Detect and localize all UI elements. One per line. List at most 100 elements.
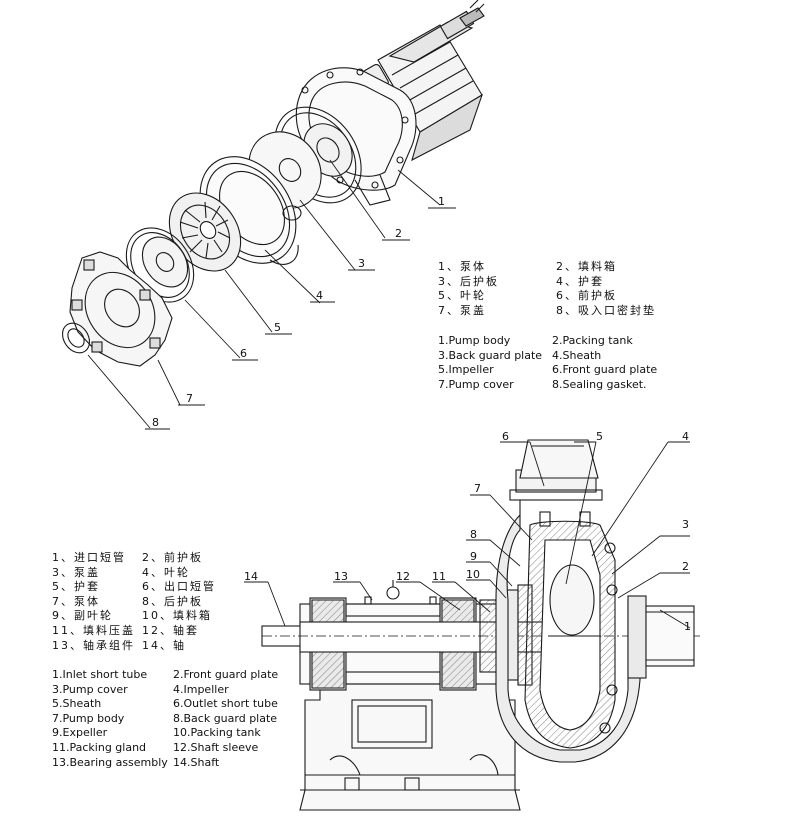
legend-entry: 6、前护板 — [556, 289, 617, 303]
legend-exploded-english: 1.Pump body 2.Packing tank 3.Back guard pl… — [438, 334, 657, 392]
legend-entry: 8.Back guard plate — [173, 711, 278, 725]
legend-row: 9.Expeller 10.Packing tank — [52, 726, 278, 741]
exploded-callout-8: 8 — [152, 416, 159, 429]
legend-row: 5、叶轮 6、前护板 — [438, 289, 656, 304]
legend-entry: 9、副叶轮 — [52, 609, 113, 623]
legend-entry: 4.Impeller — [173, 682, 229, 696]
legend-row: 3.Pump cover 4.Impeller — [52, 683, 278, 698]
legend-row: 1.Inlet short tube 2.Front guard plate — [52, 668, 278, 683]
section-outlet-tube — [519, 439, 599, 479]
legend-entry: 5、护套 — [52, 580, 100, 594]
legend-row: 7、泵体 8、后护板 — [52, 595, 216, 610]
legend-row: 5.Sheath 6.Outlet short tube — [52, 697, 278, 712]
legend-row: 7、泵盖 8、吸入口密封垫 — [438, 304, 656, 319]
legend-entry: 3.Pump cover — [52, 682, 128, 696]
legend-entry: 3.Back guard plate — [438, 348, 543, 362]
section-callout-2: 2 — [682, 560, 689, 573]
legend-entry: 8、后护板 — [142, 594, 203, 608]
legend-entry: 1、进口短管 — [52, 551, 126, 564]
legend-entry: 3、泵盖 — [52, 565, 100, 579]
legend-entry: 7、泵体 — [52, 594, 100, 608]
section-callout-5: 5 — [596, 430, 603, 443]
exploded-callout-4: 4 — [316, 289, 323, 302]
legend-entry: 3、后护板 — [438, 274, 499, 288]
legend-section-english: 1.Inlet short tube 2.Front guard plate 3.P… — [52, 668, 278, 770]
legend-row: 3、泵盖 4、叶轮 — [52, 566, 216, 581]
legend-entry: 13.Bearing assembly — [52, 755, 168, 769]
legend-row: 9、副叶轮 10、填料箱 — [52, 609, 216, 624]
legend-entry: 8、吸入口密封垫 — [556, 303, 656, 317]
legend-entry: 2.Packing tank — [552, 334, 633, 347]
section-inlet-tube — [627, 595, 695, 679]
legend-entry: 4、护套 — [556, 274, 604, 288]
section-callout-7: 7 — [474, 482, 481, 495]
legend-entry: 1.Inlet short tube — [52, 668, 148, 681]
section-callout-1: 1 — [684, 620, 691, 633]
legend-row: 7.Pump cover 8.Sealing gasket. — [438, 378, 657, 393]
legend-entry: 2.Front guard plate — [173, 668, 279, 681]
exploded-callout-5: 5 — [274, 321, 281, 334]
legend-row: 13、轴承组件 14、轴 — [52, 639, 216, 654]
exploded-callout-2: 2 — [395, 227, 402, 240]
legend-entry: 10、填料箱 — [142, 609, 212, 623]
legend-entry: 7、泵盖 — [438, 303, 486, 317]
section-callout-6: 6 — [502, 430, 509, 443]
section-callout-4: 4 — [682, 430, 689, 443]
exploded-callout-3: 3 — [358, 257, 365, 270]
legend-entry: 5.Impeller — [438, 363, 494, 377]
legend-row: 5、护套 6、出口短管 — [52, 580, 216, 595]
legend-entry: 6.Front guard plate — [552, 363, 658, 377]
exploded-leaders — [87, 159, 456, 430]
section-callout-8: 8 — [470, 528, 477, 541]
exploded-sealing-gasket — [62, 322, 90, 354]
section-callout-14: 14 — [244, 570, 258, 583]
exploded-callout-6: 6 — [240, 347, 247, 360]
legend-row: 3.Back guard plate 4.Sheath — [438, 349, 657, 364]
legend-entry: 6.Outlet short tube — [173, 697, 278, 711]
section-callout-3: 3 — [682, 518, 689, 531]
legend-entry: 13、轴承组件 — [52, 638, 135, 652]
section-leaders — [244, 441, 691, 629]
legend-entry: 11.Packing gland — [52, 740, 147, 754]
legend-entry: 5、叶轮 — [438, 289, 486, 303]
legend-entry: 14.Shaft — [173, 755, 220, 769]
legend-entry: 6、出口短管 — [142, 580, 216, 594]
exploded-callout-labels: 1 2 3 4 5 6 7 8 — [152, 195, 445, 429]
legend-row: 13.Bearing assembly 14.Shaft — [52, 756, 278, 771]
exploded-callout-7: 7 — [186, 392, 193, 405]
legend-row: 3、后护板 4、护套 — [438, 275, 656, 290]
legend-entry: 12、轴套 — [142, 623, 199, 637]
legend-entry: 1、泵体 — [438, 260, 486, 273]
legend-entry: 12.Shaft sleeve — [173, 740, 259, 754]
legend-entry: 4.Sheath — [552, 348, 602, 362]
legend-entry: 5.Sheath — [52, 697, 102, 711]
legend-entry: 7.Pump cover — [438, 377, 514, 391]
section-callout-11: 11 — [432, 570, 446, 583]
legend-entry: 7.Pump body — [52, 711, 125, 725]
legend-row: 11.Packing gland 12.Shaft sleeve — [52, 741, 278, 756]
exploded-pump-cover — [69, 251, 173, 367]
legend-entry: 1.Pump body — [438, 334, 511, 347]
section-callout-labels: 1 2 3 4 5 6 7 8 9 10 11 12 13 14 — [244, 430, 691, 633]
section-callout-9: 9 — [470, 550, 477, 563]
legend-row: 7.Pump body 8.Back guard plate — [52, 712, 278, 727]
legend-entry: 9.Expeller — [52, 726, 108, 740]
legend-entry: 10.Packing tank — [173, 726, 261, 740]
legend-row: 11、填料压盖 12、轴套 — [52, 624, 216, 639]
exploded-callout-1: 1 — [438, 195, 445, 208]
legend-entry: 4、叶轮 — [142, 565, 190, 579]
legend-row: 1、进口短管 2、前护板 — [52, 551, 216, 566]
section-callout-12: 12 — [396, 570, 410, 583]
legend-row: 5.Impeller 6.Front guard plate — [438, 363, 657, 378]
legend-entry: 8.Sealing gasket. — [552, 377, 647, 391]
section-callout-10: 10 — [466, 568, 480, 581]
legend-entry: 2、前护板 — [142, 551, 203, 564]
legend-entry: 11、填料压盖 — [52, 623, 135, 637]
section-callout-13: 13 — [334, 570, 348, 583]
legend-entry: 14、轴 — [142, 638, 186, 652]
